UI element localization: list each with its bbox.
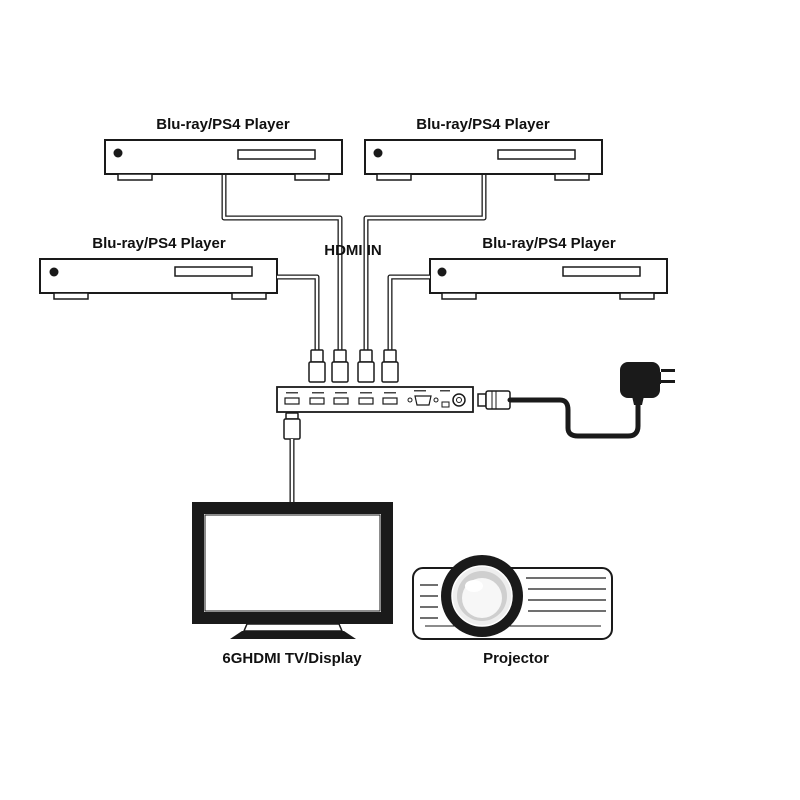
disc-tray-icon	[237, 149, 316, 160]
hdmi-input-cables	[221, 175, 487, 350]
power-cable	[477, 390, 641, 439]
player-mid-right	[429, 258, 668, 300]
power-button-icon	[373, 148, 383, 158]
disc-tray-icon	[174, 266, 253, 277]
serial-port-icon	[407, 395, 439, 406]
mode-button-icon	[441, 401, 450, 408]
disc-tray-icon	[497, 149, 576, 160]
hdmi-plugs	[308, 349, 399, 383]
hdmi-plug-icon	[357, 349, 375, 383]
hdmi-plug-icon	[381, 349, 399, 383]
disc-tray-icon	[562, 266, 641, 277]
projector	[412, 555, 613, 640]
hdmi-output-cable	[283, 412, 301, 502]
player-top-left-label: Blu-ray/PS4 Player	[156, 116, 290, 133]
projector-label: Projector	[483, 650, 549, 667]
power-button-icon	[437, 267, 447, 277]
power-adapter-icon	[620, 362, 675, 405]
hdmi-plug-icon	[331, 349, 349, 383]
hdmi-plug-icon	[283, 412, 301, 440]
player-mid-left-label: Blu-ray/PS4 Player	[92, 235, 226, 252]
power-button-icon	[49, 267, 59, 277]
player-top-right-label: Blu-ray/PS4 Player	[416, 116, 550, 133]
player-top-right	[364, 139, 603, 181]
hdmi-in-label: HDMI IN	[324, 242, 382, 259]
tv-display	[192, 502, 393, 639]
tv-label: 6GHDMI TV/Display	[222, 650, 362, 667]
player-mid-left	[39, 258, 278, 300]
player-top-left	[104, 139, 343, 181]
power-button-icon	[113, 148, 123, 158]
hdmi-switch-device	[276, 386, 474, 413]
player-mid-right-label: Blu-ray/PS4 Player	[482, 235, 616, 252]
hdmi-port-icons	[284, 397, 398, 405]
dc-jack-icon	[452, 393, 466, 407]
hdmi-plug-icon	[308, 349, 326, 383]
